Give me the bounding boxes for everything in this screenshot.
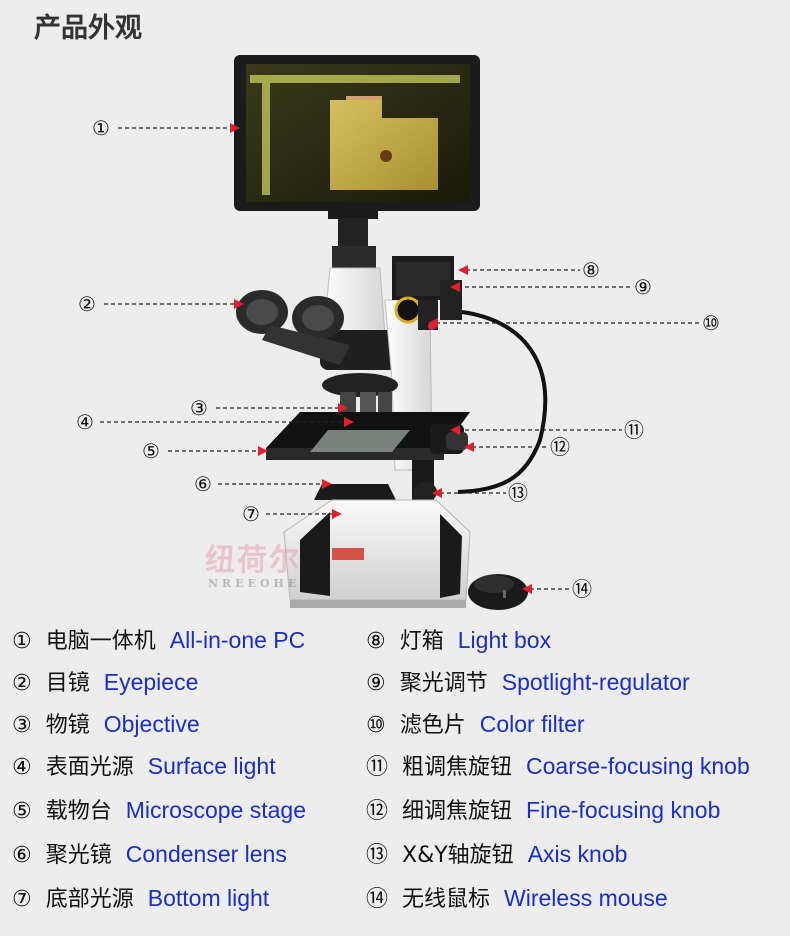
legend-cn: 聚光镜 <box>45 843 112 868</box>
arrowheads <box>230 123 532 594</box>
legend-en: Surface light <box>147 753 276 779</box>
arrow-10 <box>428 318 438 328</box>
legend-en: Color filter <box>479 711 585 737</box>
legend-cn: 无线鼠标 <box>402 887 491 912</box>
legend-item: ③ 物镜 Objective <box>12 706 200 742</box>
leader-lines <box>100 127 700 590</box>
legend-item: ⑬ X&Y轴旋钮 Axis knob <box>366 836 627 872</box>
legend-item: ⑧ 灯箱 Light box <box>366 622 551 658</box>
legend-cn: 载物台 <box>45 799 112 824</box>
legend-item: ⑥ 聚光镜 Condenser lens <box>12 836 287 872</box>
legend-en: All-in-one PC <box>169 627 306 653</box>
arrow-5 <box>258 446 268 456</box>
legend-num: ④ <box>12 755 32 780</box>
callout-7: ⑦ <box>242 502 260 526</box>
callout-12: ⑫ <box>550 435 570 459</box>
legend-en: Objective <box>103 711 200 737</box>
legend-item: ⑭ 无线鼠标 Wireless mouse <box>366 880 668 916</box>
callout-4: ④ <box>76 410 94 434</box>
legend-num: ⑪ <box>366 755 389 780</box>
legend-cn: 细调焦旋钮 <box>402 799 513 824</box>
legend-en: Microscope stage <box>125 797 306 823</box>
legend-item: ⑩ 滤色片 Color filter <box>366 706 585 742</box>
callout-13: ⑬ <box>508 481 528 505</box>
legend-cn: 电脑一体机 <box>45 629 156 654</box>
legend-item: ⑪ 粗调焦旋钮 Coarse-focusing knob <box>366 748 750 784</box>
microscope-base <box>283 499 471 608</box>
legend-num: ⑦ <box>12 887 32 912</box>
arrow-13 <box>432 488 442 498</box>
camera-adapter <box>332 218 376 268</box>
microscope-illustration <box>100 55 700 610</box>
callout-5: ⑤ <box>142 439 160 463</box>
callout-9: ⑨ <box>634 275 652 299</box>
arrow-4 <box>344 417 354 427</box>
page-title: 产品外观 <box>34 13 142 44</box>
arrow-14 <box>522 584 532 594</box>
legend-item: ④ 表面光源 Surface light <box>12 748 276 784</box>
legend-en: Coarse-focusing knob <box>526 753 750 779</box>
arrow-11 <box>450 425 460 435</box>
legend-cn: 滤色片 <box>399 713 466 738</box>
arrow-8 <box>458 265 468 275</box>
legend-num: ② <box>12 671 32 696</box>
legend-en: Eyepiece <box>103 669 199 695</box>
legend-en: Light box <box>457 627 552 653</box>
legend-num: ⑬ <box>366 843 389 868</box>
legend-en: Axis knob <box>527 841 628 867</box>
legend-num: ① <box>12 629 32 654</box>
legend-cn: 底部光源 <box>45 887 134 912</box>
legend-item: ① 电脑一体机 All-in-one PC <box>12 622 305 658</box>
callout-14: ⑭ <box>572 577 592 601</box>
legend-num: ⑥ <box>12 843 32 868</box>
callout-10: ⑩ <box>702 311 720 335</box>
legend-cn: 粗调焦旋钮 <box>402 755 513 780</box>
arrow-2 <box>234 299 244 309</box>
callout-2: ② <box>78 292 96 316</box>
arrow-1 <box>230 123 240 133</box>
legend-en: Bottom light <box>147 885 270 911</box>
legend-en: Condenser lens <box>125 841 287 867</box>
parts-legend: ① 电脑一体机 All-in-one PC ② 目镜 Eyepiece ③ 物镜 Objec… <box>0 620 790 936</box>
watermark-brand-cn: 纽荷尔 <box>205 543 301 578</box>
arrow-6 <box>322 479 332 489</box>
callout-6: ⑥ <box>194 472 212 496</box>
legend-cn: 灯箱 <box>399 629 444 654</box>
legend-num: ⑫ <box>366 799 389 824</box>
legend-num: ⑩ <box>366 713 386 738</box>
wireless-mouse-illustration <box>468 574 528 610</box>
legend-num: ⑤ <box>12 799 32 824</box>
legend-item: ⑫ 细调焦旋钮 Fine-focusing knob <box>366 792 720 828</box>
legend-num: ⑧ <box>366 629 386 654</box>
watermark-brand-en: NREEOHE <box>208 577 301 590</box>
legend-num: ③ <box>12 713 32 738</box>
legend-cn: X&Y轴旋钮 <box>402 843 514 868</box>
legend-item: ② 目镜 Eyepiece <box>12 664 198 700</box>
callout-8: ⑧ <box>582 258 600 282</box>
legend-item: ⑤ 载物台 Microscope stage <box>12 792 306 828</box>
legend-num: ⑭ <box>366 887 389 912</box>
legend-item: ⑨ 聚光调节 Spotlight-regulator <box>366 664 690 700</box>
arrow-7 <box>332 509 342 519</box>
callout-11: ⑪ <box>624 418 644 442</box>
callout-3: ③ <box>190 396 208 420</box>
monitor <box>234 55 480 219</box>
legend-en: Fine-focusing knob <box>526 797 721 823</box>
arrow-3 <box>338 403 348 413</box>
callout-1: ① <box>92 116 110 140</box>
stage <box>266 412 470 460</box>
legend-en: Spotlight-regulator <box>501 669 690 695</box>
legend-en: Wireless mouse <box>504 885 668 911</box>
arrow-12 <box>464 442 474 452</box>
legend-cn: 目镜 <box>45 671 90 696</box>
legend-cn: 物镜 <box>45 713 90 738</box>
legend-num: ⑨ <box>366 671 386 696</box>
legend-item: ⑦ 底部光源 Bottom light <box>12 880 269 916</box>
arrow-9 <box>450 282 460 292</box>
legend-cn: 聚光调节 <box>399 671 488 696</box>
legend-cn: 表面光源 <box>45 755 134 780</box>
